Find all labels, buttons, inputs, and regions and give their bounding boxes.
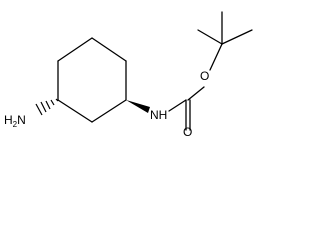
- tbutyl-methyl-left-bond: [197, 29, 223, 45]
- ring-bond-2: [91, 37, 127, 62]
- amine-label: H2N: [4, 113, 26, 129]
- n-to-carbonyl-bond: [168, 99, 187, 112]
- cyclohexane-ring: [57, 37, 127, 123]
- ester-o-to-tbutyl-bond: [209, 43, 223, 71]
- carbamate-nh-label: NH: [150, 108, 167, 122]
- hashed-wedge-bond: [35, 98, 59, 116]
- carbonyl-to-ester-o-bond: [187, 86, 205, 101]
- ring-bond-1: [57, 37, 93, 62]
- molecule-structure: H2N NH O O: [4, 11, 253, 136]
- tbutyl-methyl-right-bond: [221, 29, 253, 45]
- solid-wedge-bond: [126, 100, 150, 113]
- carbonyl-oxygen-label: O: [183, 125, 192, 136]
- ring-bond-4: [91, 99, 127, 123]
- ring-bond-5: [57, 99, 93, 123]
- carbamate-chain: [168, 11, 253, 131]
- ester-oxygen-label: O: [200, 69, 209, 83]
